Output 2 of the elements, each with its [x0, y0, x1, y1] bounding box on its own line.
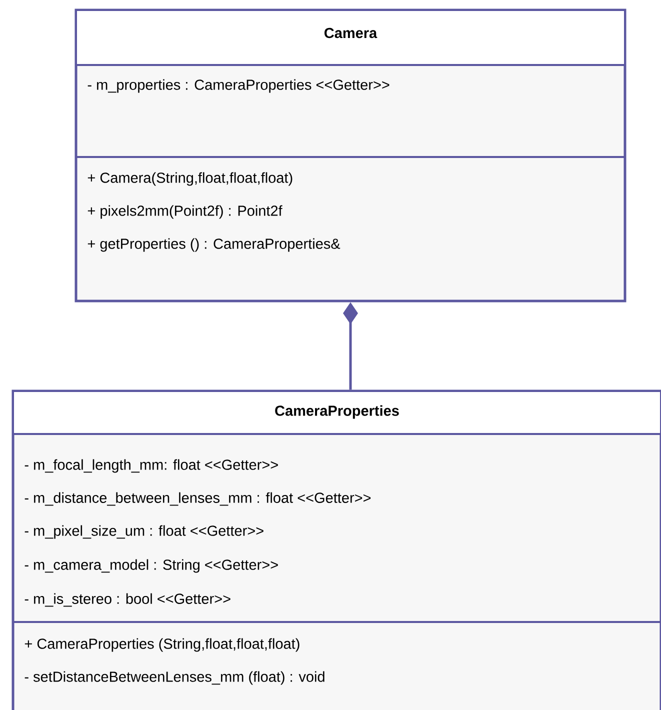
class-box: CameraProperties - m_focal_length_mm: float <<Getter>> - m_distance_between_lenses_mm : float <<Getter>> - m_pixel_size_um : float <<Getter>> - m_camera_model : String <<Getter>> - m_is_stereo : bool <<Getter>> + CameraProperties (String,float,float,float) - setDistanceBetweenLenses_mm (float) : void [12, 390, 661, 710]
class-box: Camera - m_properties : CameraProperties <<Getter>> + Camera(String,float,float,float) + pixels2mm(Point2f) : Point2f + getProperties () : CameraProperties& [74, 8, 626, 302]
